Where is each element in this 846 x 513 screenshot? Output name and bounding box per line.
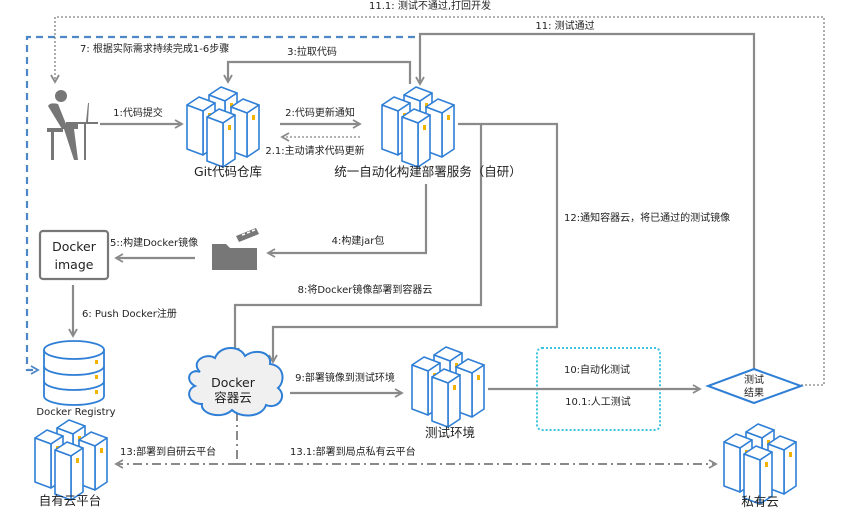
test-env-label: 测试环境	[425, 425, 475, 440]
build-server-icon	[382, 87, 454, 167]
arrow-12-notify-cloud	[268, 122, 559, 364]
developer-icon	[47, 90, 98, 160]
docker-cloud-icon	[188, 347, 284, 417]
private-cloud-label: 私有云	[741, 494, 779, 509]
docker-image-box	[38, 229, 110, 281]
docker-cloud-label-2: 容器云	[214, 390, 252, 405]
label-step-2-1: 2.1:主动请求代码更新	[265, 144, 364, 157]
label-step-1: 1:代码提交	[113, 106, 163, 119]
own-cloud-server-icon	[35, 420, 107, 500]
test-result-label-1: 测试	[744, 373, 764, 386]
arrow-4-build-jar	[266, 184, 428, 258]
arrow-3-pull-code	[223, 60, 412, 84]
own-cloud-label: 自有云平台	[39, 493, 102, 508]
label-step-12: 12:通知容器云，将已通过的测试镜像	[564, 211, 730, 224]
label-step-8: 8:将Docker镜像部署到容器云	[298, 283, 433, 296]
label-step-10: 10:自动化测试	[564, 363, 630, 376]
docker-cloud-label-1: Docker	[211, 375, 256, 390]
arrow-11-test-passed	[415, 32, 756, 369]
folder-icon	[212, 228, 259, 270]
label-step-11-1: 11.1: 测试不通过,打回开发	[369, 0, 491, 12]
arrow-7-repeat	[25, 35, 415, 375]
docker-image-label-1: Docker	[52, 239, 97, 254]
label-step-10-1: 10.1:人工测试	[565, 395, 631, 408]
label-step-4: 4:构建jar包	[332, 234, 385, 247]
docker-registry-icon	[43, 340, 105, 406]
label-step-9: 9:部署镜像到测试环境	[295, 371, 395, 384]
private-cloud-server-icon	[724, 424, 796, 504]
label-step-13: 13:部署到自研云平台	[120, 445, 216, 458]
docker-registry-label: Docker Registry	[36, 407, 115, 418]
label-step-3: 3:拉取代码	[287, 45, 337, 58]
label-step-5: 5::构建Docker镜像	[110, 236, 198, 249]
label-step-7: 7: 根据实际需求持续完成1-6步骤	[80, 42, 229, 55]
git-repo-label: Git代码仓库	[194, 164, 262, 179]
label-step-6: 6: Push Docker注册	[82, 307, 177, 320]
build-service-label: 统一自动化构建部署服务（自研）	[334, 164, 522, 179]
test-env-server-icon	[412, 347, 484, 427]
label-step-11: 11: 测试通过	[535, 19, 594, 32]
arrow-11-1-test-failed	[50, 16, 825, 386]
test-result-decision	[705, 367, 804, 405]
label-step-13-1: 13.1:部署到局点私有云平台	[290, 445, 416, 458]
git-server-icon	[187, 87, 259, 167]
docker-image-label-2: image	[55, 257, 94, 272]
label-step-2: 2:代码更新通知	[285, 106, 355, 119]
arrow-8-deploy-cloud	[230, 122, 483, 357]
test-result-label-2: 结果	[744, 386, 764, 399]
